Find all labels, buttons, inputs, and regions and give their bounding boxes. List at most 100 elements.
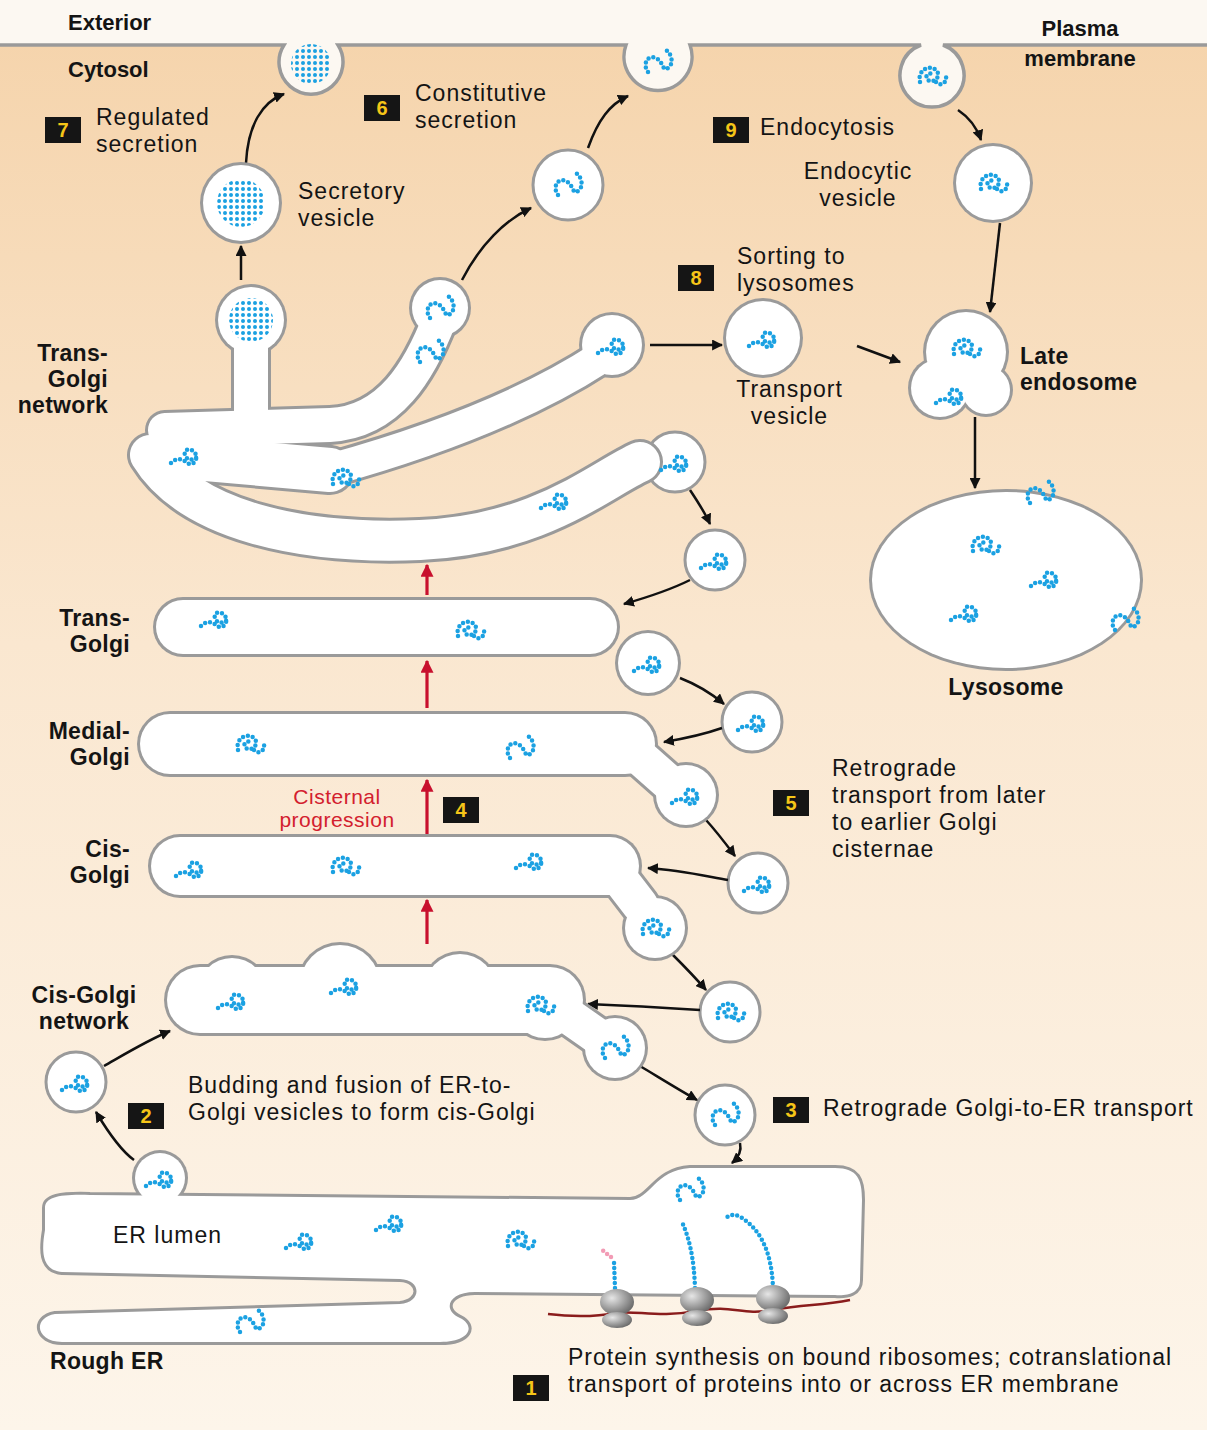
protein [920, 68, 947, 85]
protein [528, 997, 555, 1014]
flow-arrow [732, 1143, 741, 1163]
protein [598, 339, 625, 354]
protein [238, 1310, 264, 1332]
flow-arrow [246, 94, 284, 163]
outline [180, 866, 688, 961]
vesicle [46, 1052, 106, 1112]
protein [62, 1076, 89, 1091]
protein [418, 340, 444, 362]
lumen-fill [218, 287, 284, 353]
protein [713, 1103, 739, 1125]
lumen-fill [872, 492, 1140, 668]
secretory-granule [291, 44, 331, 84]
text-frame: 7 [45, 117, 81, 143]
callout-number: 4 [443, 797, 479, 823]
outline [869, 489, 1143, 671]
lumen-fill [610, 866, 640, 905]
text-frame: Budding and fusion of ER-to-Golgi vesicl… [188, 1072, 550, 1126]
lumen-fill [145, 420, 205, 480]
flow-arrow [672, 954, 706, 990]
node-label: Lysosome [868, 674, 1144, 700]
text-frame: Plasma membrane [1010, 14, 1150, 74]
protein [749, 332, 776, 347]
protein [556, 173, 582, 195]
lumen-fill [424, 954, 496, 1026]
step-label: Regulated secretion [96, 104, 256, 158]
step-label: Sorting to lysosomes [737, 243, 912, 297]
transport-vesicle: Transport vesicle [722, 298, 857, 433]
text-frame: 9 [713, 117, 749, 143]
flow-arrow [425, 900, 428, 944]
membrane-outline [625, 744, 668, 782]
golgi-network: Cis-Golgi network [12, 944, 587, 1045]
protein [201, 612, 228, 627]
protein [603, 1036, 629, 1058]
membrane-outline [170, 711, 625, 777]
protein [1113, 608, 1139, 630]
flow-arrow [425, 565, 428, 595]
step-label: Endocytosis [760, 114, 950, 141]
lumen-fill [656, 765, 716, 825]
text-frame: Cisternal progression [262, 785, 412, 831]
outline [195, 942, 648, 1081]
flow-arrow [650, 344, 722, 347]
text-frame: Trans-Golgi network [8, 340, 108, 418]
vesicle [533, 150, 603, 220]
protein [661, 456, 688, 471]
region-label: Exterior [68, 8, 228, 38]
outline [908, 309, 1013, 420]
node-label: Rough ER [50, 1348, 250, 1374]
protein [1031, 572, 1058, 587]
flow-arrow [425, 780, 428, 834]
protein [176, 862, 203, 877]
outline [170, 744, 719, 828]
outline [40, 1150, 862, 1342]
lumen [911, 312, 1010, 417]
protein [238, 736, 265, 753]
protein [643, 920, 670, 937]
node-label: Trans-Golgi network [8, 340, 108, 418]
signal-sequence [601, 1249, 611, 1257]
protein [428, 296, 454, 318]
protein [541, 494, 568, 509]
lumen [203, 165, 279, 241]
outline [200, 162, 282, 244]
text-frame: Endocytosis [760, 114, 950, 141]
lumen-fill [198, 958, 266, 1026]
lumen-fill [183, 600, 590, 654]
membrane-outline [953, 143, 1033, 223]
flow-arrow [690, 490, 710, 524]
callout-number: 8 [678, 265, 714, 291]
flow-arrow [462, 208, 531, 280]
callout-number: 5 [773, 790, 809, 816]
flow-arrow [990, 223, 1000, 312]
nascent-chain [682, 1222, 695, 1288]
secretory-granule [217, 179, 265, 227]
membrane-outline [165, 318, 440, 430]
lumen-fill [726, 301, 800, 375]
text-frame: Medial-Golgi [8, 718, 130, 770]
protein [458, 622, 485, 639]
lumen [180, 866, 685, 958]
text-frame: Rough ER [50, 1348, 250, 1374]
text-frame: Constitutive secretion [415, 80, 605, 134]
protein [508, 1232, 535, 1249]
membrane-outline [180, 834, 610, 898]
node-label: Secretory vesicle [298, 178, 438, 232]
step-label: Cisternal progression [262, 785, 412, 831]
text-frame: Retrograde Golgi-to-ER transport [823, 1095, 1195, 1122]
protein [646, 50, 672, 72]
vesicle [728, 853, 788, 913]
step-label: Retrograde Golgi-to-ER transport [823, 1095, 1195, 1122]
protein [738, 716, 765, 731]
lumen-fill [135, 1153, 185, 1203]
outline [142, 277, 645, 541]
text-frame: Endocytic vesicle [782, 158, 934, 212]
ribosome [600, 1289, 634, 1315]
membrane-outline [200, 162, 282, 244]
ribosome [680, 1287, 714, 1313]
callout-number: 9 [713, 117, 749, 143]
late-endosome: Late endosome [900, 312, 1185, 417]
protein [672, 789, 699, 804]
